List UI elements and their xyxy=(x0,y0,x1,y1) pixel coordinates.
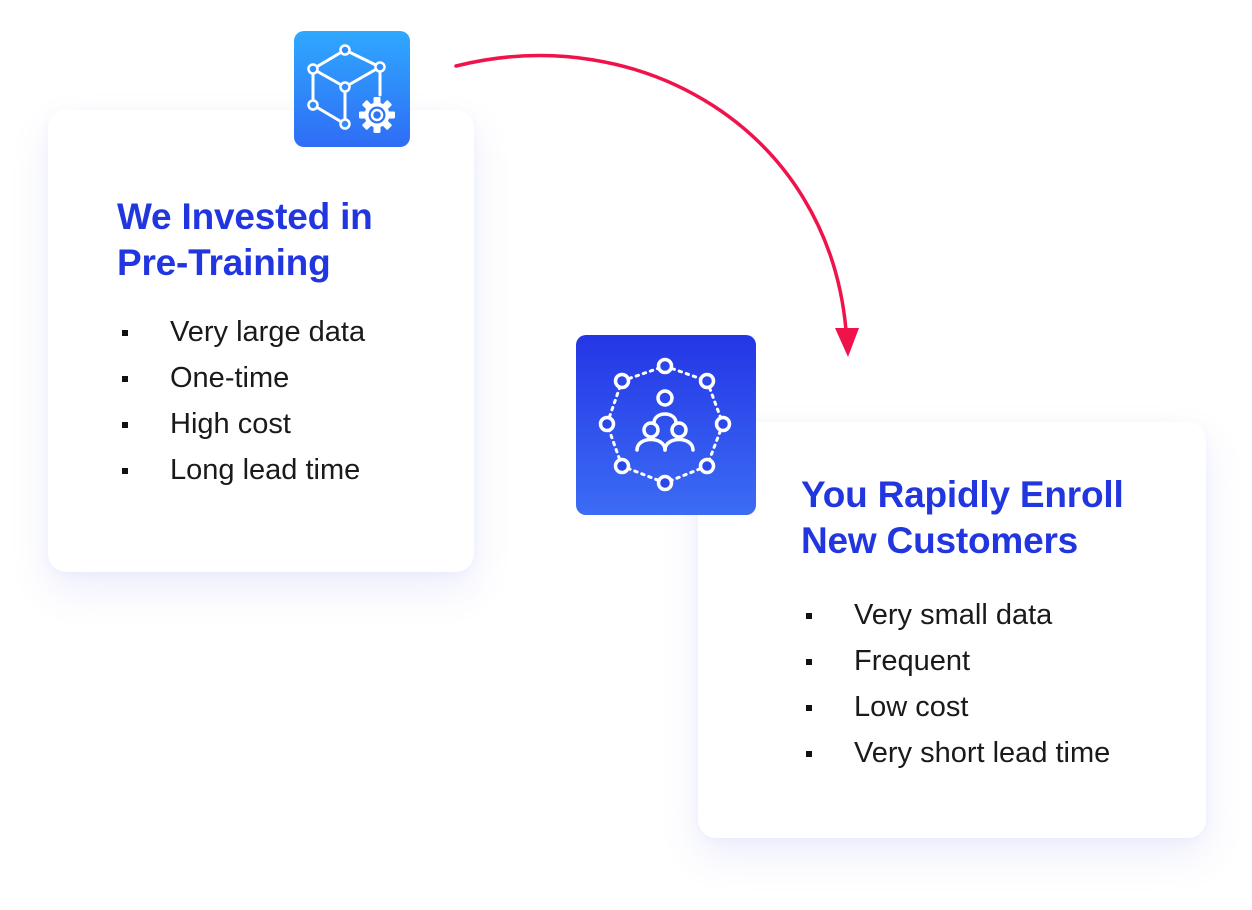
pretraining-title-line-1: We Invested in xyxy=(117,196,373,237)
bullet-square-icon xyxy=(122,330,128,336)
customer-network-icon xyxy=(576,335,756,515)
customer-network-graphic xyxy=(598,357,732,492)
bullet-text: Frequent xyxy=(854,645,971,677)
bullet-text: Very short lead time xyxy=(854,737,1111,769)
bullet-square-icon xyxy=(122,376,128,382)
bullet-square-icon xyxy=(806,613,812,619)
bullet-square-icon xyxy=(122,468,128,474)
enroll-title-line-2: New Customers xyxy=(801,520,1079,561)
bullet-text: Low cost xyxy=(854,691,969,723)
cube-gear-icon xyxy=(294,31,410,147)
bullet-text: One-time xyxy=(170,362,290,394)
enroll-card: You Rapidly Enroll New Customers Very sm… xyxy=(698,422,1206,838)
pretraining-card: We Invested in Pre-Training Very large d… xyxy=(48,110,474,572)
bullet-square-icon xyxy=(806,751,812,757)
bullet-text: Long lead time xyxy=(170,454,361,486)
bullet-text: Very small data xyxy=(854,599,1053,631)
bullet-square-icon xyxy=(806,705,812,711)
bullet-square-icon xyxy=(806,659,812,665)
bullet-text: High cost xyxy=(170,408,291,440)
enroll-title: You Rapidly Enroll New Customers xyxy=(801,472,1124,564)
bullet-square-icon xyxy=(122,422,128,428)
enroll-title-line-1: You Rapidly Enroll xyxy=(801,474,1124,515)
pretraining-title: We Invested in Pre-Training xyxy=(117,194,373,286)
pretraining-title-line-2: Pre-Training xyxy=(117,242,331,283)
bullet-text: Very large data xyxy=(170,316,366,348)
cube-gear-graphic xyxy=(307,44,395,133)
